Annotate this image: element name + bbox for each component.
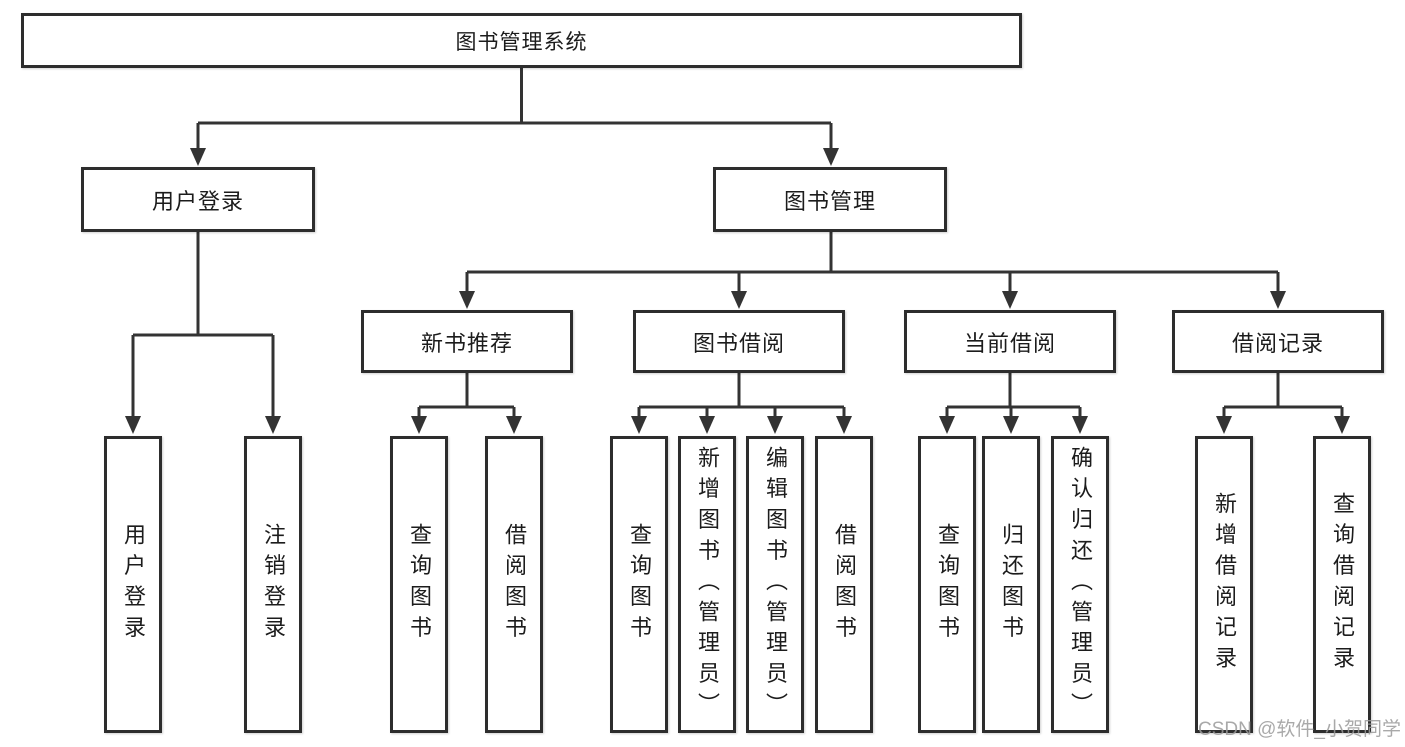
leaf-confirm-return-admin-label: 确认归还（管理员） bbox=[1068, 445, 1093, 724]
arrow-down-icon bbox=[265, 335, 281, 434]
leaf-confirm-return-admin: 确认归还（管理员） bbox=[1051, 436, 1109, 733]
arrow-down-icon bbox=[731, 272, 747, 309]
arrow-down-icon bbox=[699, 407, 715, 434]
arrow-down-icon bbox=[1003, 407, 1019, 434]
arrow-down-icon bbox=[631, 407, 647, 434]
node-user-login-label: 用户登录 bbox=[151, 188, 244, 214]
leaf-user-login: 用户登录 bbox=[104, 436, 162, 733]
leaf-query-borrow-record: 查询借阅记录 bbox=[1313, 436, 1371, 733]
leaf-logout: 注销登录 bbox=[244, 436, 302, 733]
leaf-borrow-books-label: 借阅图书 bbox=[832, 522, 857, 647]
node-book-borrowing-label: 图书借阅 bbox=[692, 330, 785, 356]
arrow-down-icon bbox=[939, 407, 955, 434]
leaf-query-books-current: 查询图书 bbox=[918, 436, 976, 733]
leaf-edit-books-admin: 编辑图书（管理员） bbox=[746, 436, 804, 733]
leaf-add-books-admin-label: 新增图书（管理员） bbox=[695, 445, 720, 724]
arrow-down-icon bbox=[459, 272, 475, 309]
arrow-down-icon bbox=[767, 407, 783, 434]
leaf-return-books: 归还图书 bbox=[982, 436, 1040, 733]
leaf-add-books-admin: 新增图书（管理员） bbox=[678, 436, 736, 733]
leaf-add-borrow-record: 新增借阅记录 bbox=[1195, 436, 1253, 733]
node-book-management-label: 图书管理 bbox=[783, 188, 876, 214]
csdn-watermark: CSDN @软件_小贺同学 bbox=[1198, 719, 1401, 740]
arrow-down-icon bbox=[1216, 407, 1232, 434]
arrow-down-icon bbox=[1002, 272, 1018, 309]
node-borrowing-records: 借阅记录 bbox=[1172, 310, 1384, 373]
arrow-down-icon bbox=[1334, 407, 1350, 434]
leaf-query-books-recommend-label: 查询图书 bbox=[407, 522, 432, 647]
arrow-down-icon bbox=[836, 407, 852, 434]
node-current-borrowing-label: 当前借阅 bbox=[963, 330, 1056, 356]
node-new-book-recommend-label: 新书推荐 bbox=[420, 330, 513, 356]
leaf-query-books-recommend: 查询图书 bbox=[390, 436, 448, 733]
arrow-down-icon bbox=[1270, 272, 1286, 309]
leaf-query-books-borrowing: 查询图书 bbox=[610, 436, 668, 733]
node-root-label: 图书管理系统 bbox=[455, 30, 588, 54]
leaf-query-books-current-label: 查询图书 bbox=[935, 522, 960, 647]
node-user-login: 用户登录 bbox=[81, 167, 315, 232]
leaf-query-borrow-record-label: 查询借阅记录 bbox=[1330, 492, 1355, 677]
leaf-borrow-books-recommend: 借阅图书 bbox=[485, 436, 543, 733]
arrow-down-icon bbox=[1072, 407, 1088, 434]
leaf-user-login-label: 用户登录 bbox=[121, 522, 146, 647]
node-borrowing-records-label: 借阅记录 bbox=[1231, 330, 1324, 356]
leaf-return-books-label: 归还图书 bbox=[999, 522, 1024, 647]
arrow-down-icon bbox=[411, 407, 427, 434]
node-current-borrowing: 当前借阅 bbox=[904, 310, 1116, 373]
arrow-down-icon bbox=[190, 123, 206, 166]
leaf-edit-books-admin-label: 编辑图书（管理员） bbox=[763, 445, 788, 724]
leaf-borrow-books-recommend-label: 借阅图书 bbox=[502, 522, 527, 647]
leaf-query-books-borrowing-label: 查询图书 bbox=[627, 522, 652, 647]
leaf-add-borrow-record-label: 新增借阅记录 bbox=[1212, 492, 1237, 677]
arrow-down-icon bbox=[506, 407, 522, 434]
leaf-borrow-books: 借阅图书 bbox=[815, 436, 873, 733]
arrow-down-icon bbox=[125, 335, 141, 434]
arrow-down-icon bbox=[823, 123, 839, 166]
node-book-borrowing: 图书借阅 bbox=[633, 310, 845, 373]
leaf-logout-label: 注销登录 bbox=[261, 522, 286, 647]
node-book-management: 图书管理 bbox=[713, 167, 947, 232]
node-new-book-recommend: 新书推荐 bbox=[361, 310, 573, 373]
node-root: 图书管理系统 bbox=[21, 13, 1022, 68]
